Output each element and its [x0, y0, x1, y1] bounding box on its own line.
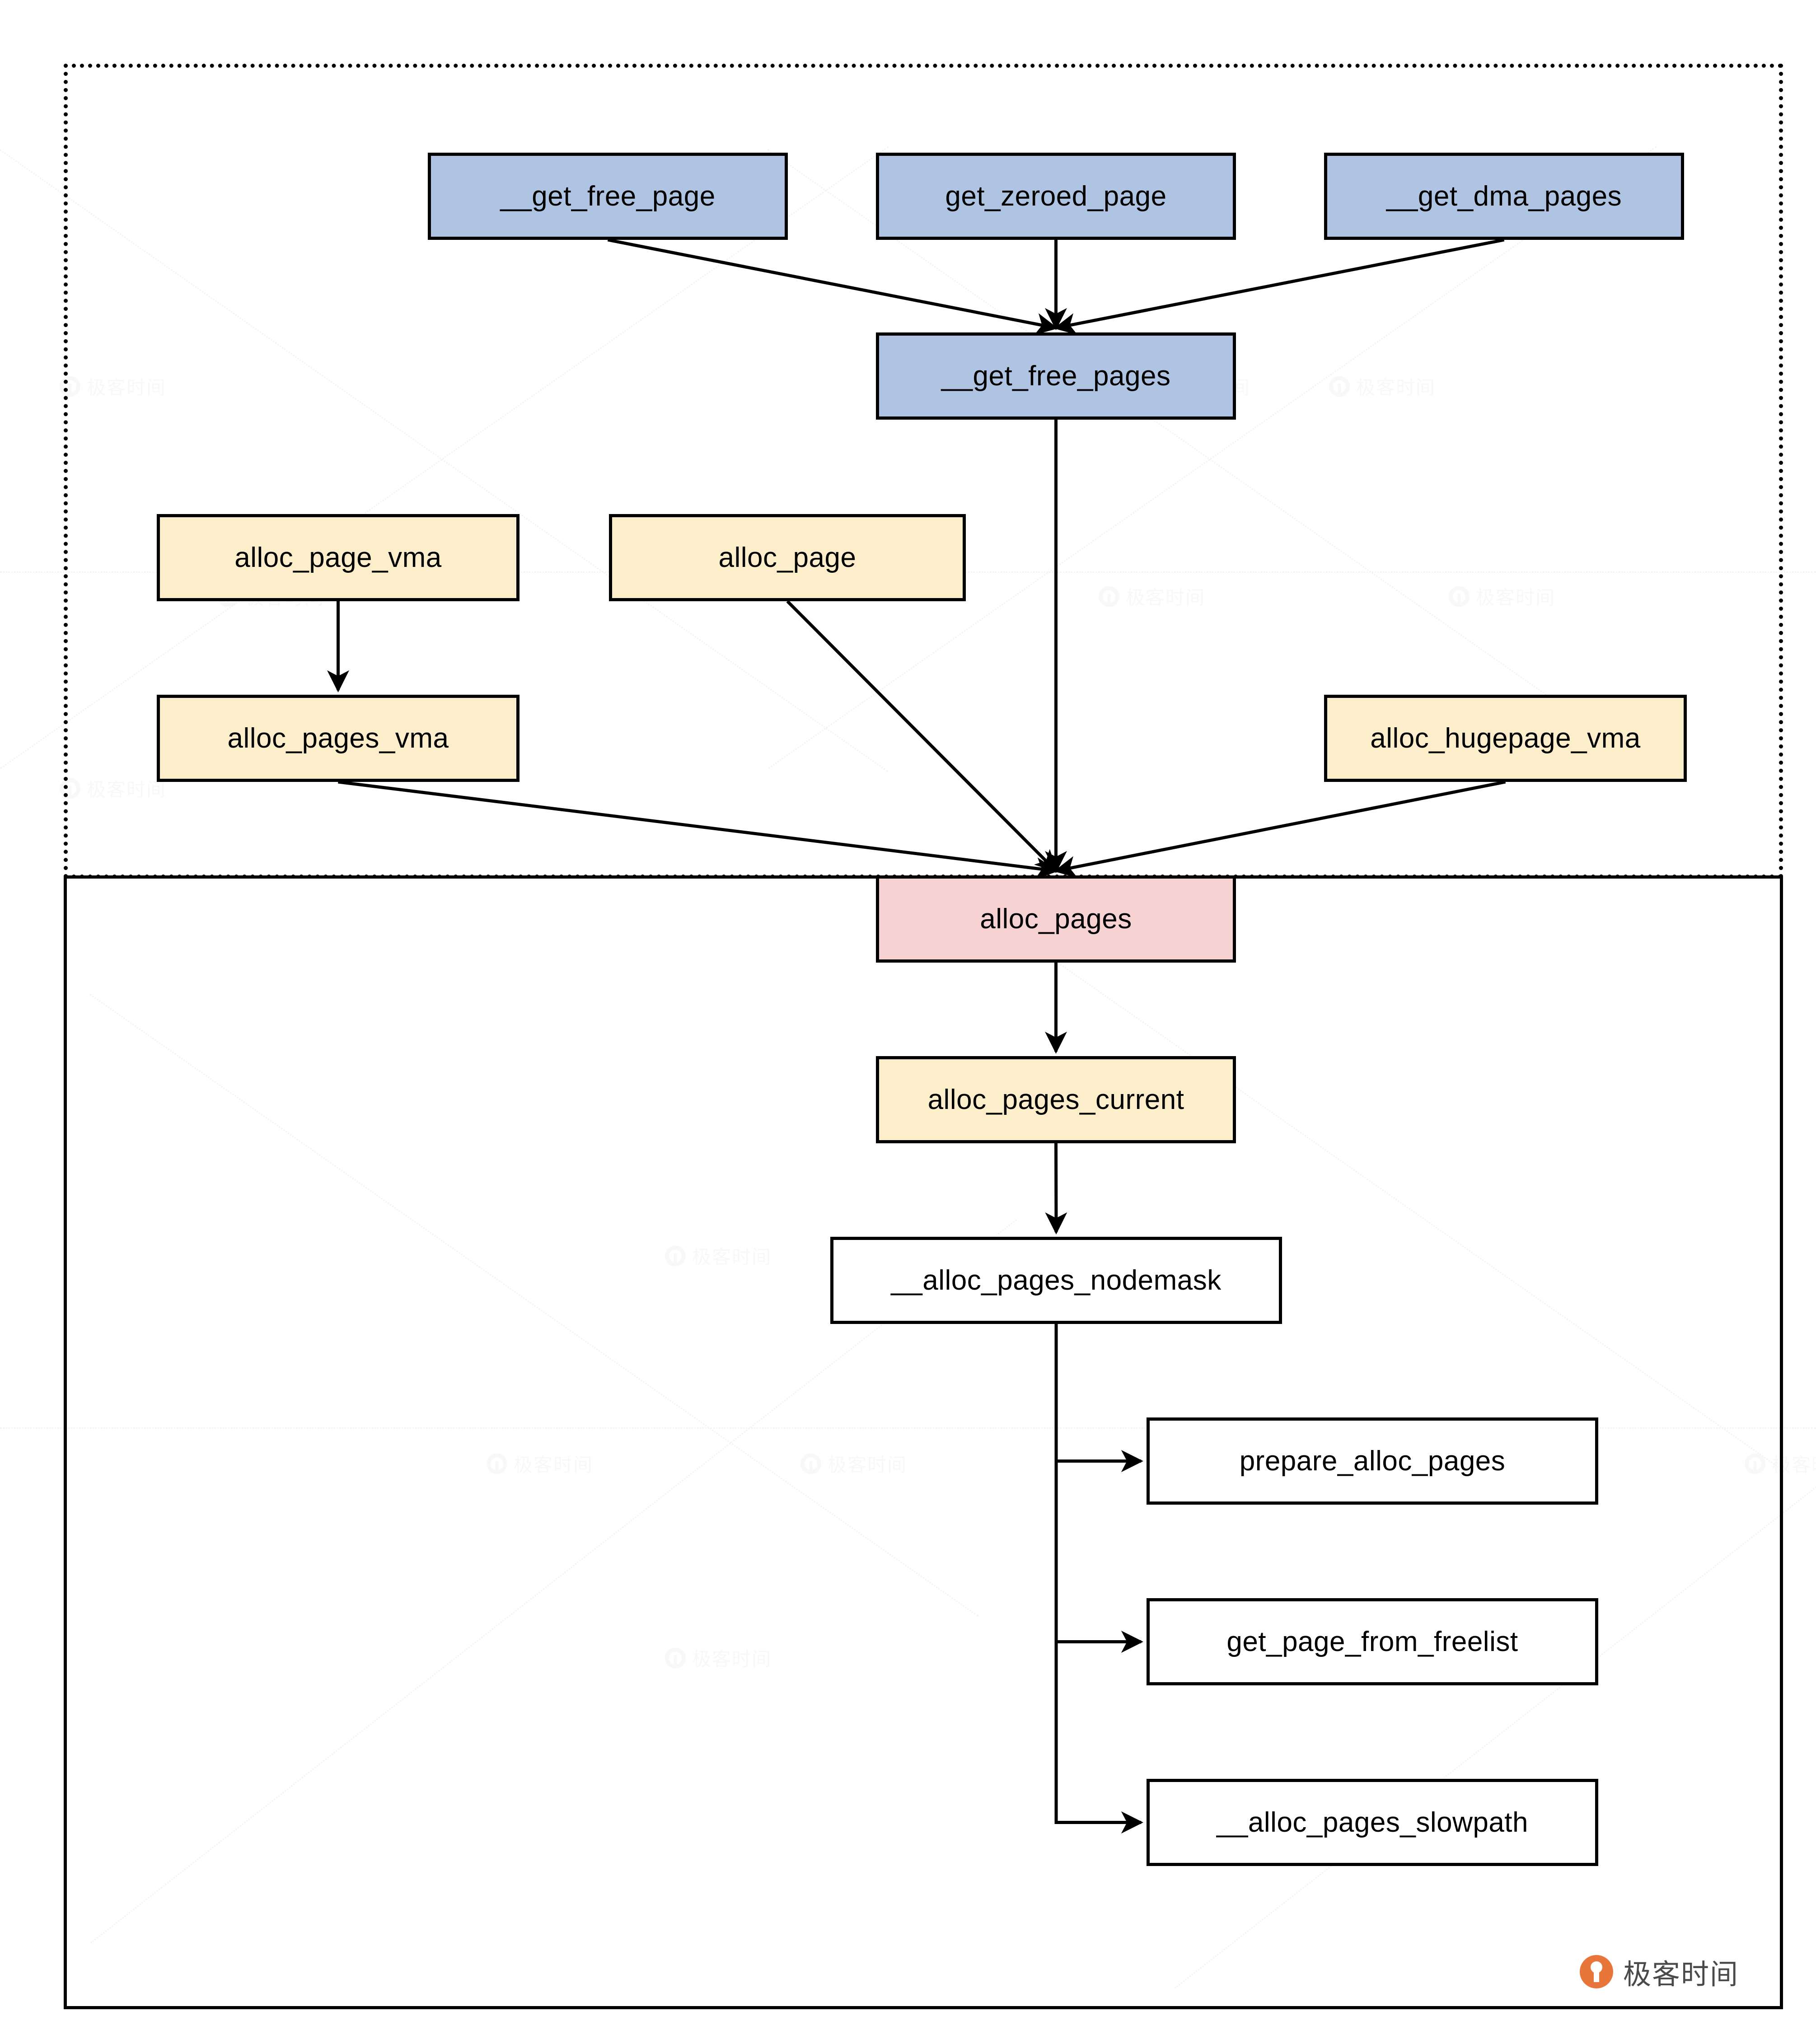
brand-name: 极客时间 [1623, 1958, 1739, 1991]
node-alloc-hugepage-vma[interactable]: alloc_hugepage_vma [1324, 695, 1687, 782]
node-alloc-pages-nodemask[interactable]: __alloc_pages_nodemask [830, 1237, 1282, 1324]
node-label: alloc_pages [980, 903, 1132, 935]
node-get-free-pages[interactable]: __get_free_pages [876, 332, 1236, 420]
node-label: alloc_hugepage_vma [1370, 723, 1641, 754]
node-label: get_page_from_freelist [1226, 1626, 1518, 1657]
node-label: prepare_alloc_pages [1239, 1445, 1506, 1477]
node-alloc-pages-vma[interactable]: alloc_pages_vma [157, 695, 520, 782]
node-alloc-pages-slowpath[interactable]: __alloc_pages_slowpath [1147, 1779, 1598, 1866]
node-label: get_zeroed_page [945, 181, 1167, 212]
node-label: __get_free_page [500, 181, 716, 212]
node-label: alloc_pages_vma [227, 723, 449, 754]
node-label: __alloc_pages_slowpath [1216, 1807, 1529, 1838]
node-alloc-pages[interactable]: alloc_pages [876, 875, 1236, 963]
node-get-zeroed-page[interactable]: get_zeroed_page [876, 153, 1236, 240]
node-label: alloc_pages_current [927, 1084, 1184, 1115]
node-label: __get_free_pages [941, 360, 1171, 392]
node-alloc-page[interactable]: alloc_page [609, 514, 966, 601]
node-alloc-pages-current[interactable]: alloc_pages_current [876, 1056, 1236, 1143]
node-label: alloc_page_vma [234, 542, 442, 573]
node-get-page-from-freelist[interactable]: get_page_from_freelist [1147, 1598, 1598, 1685]
node-get-free-page[interactable]: __get_free_page [428, 153, 788, 240]
node-label: __alloc_pages_nodemask [891, 1265, 1222, 1296]
node-get-dma-pages[interactable]: __get_dma_pages [1324, 153, 1684, 240]
node-label: alloc_page [718, 542, 857, 573]
node-alloc-page-vma[interactable]: alloc_page_vma [157, 514, 520, 601]
geektime-logo-icon [1580, 1955, 1613, 1988]
brand-logo: 极客时间 [1580, 1951, 1739, 1992]
node-prepare-alloc-pages[interactable]: prepare_alloc_pages [1147, 1417, 1598, 1505]
node-label: __get_dma_pages [1386, 181, 1622, 212]
